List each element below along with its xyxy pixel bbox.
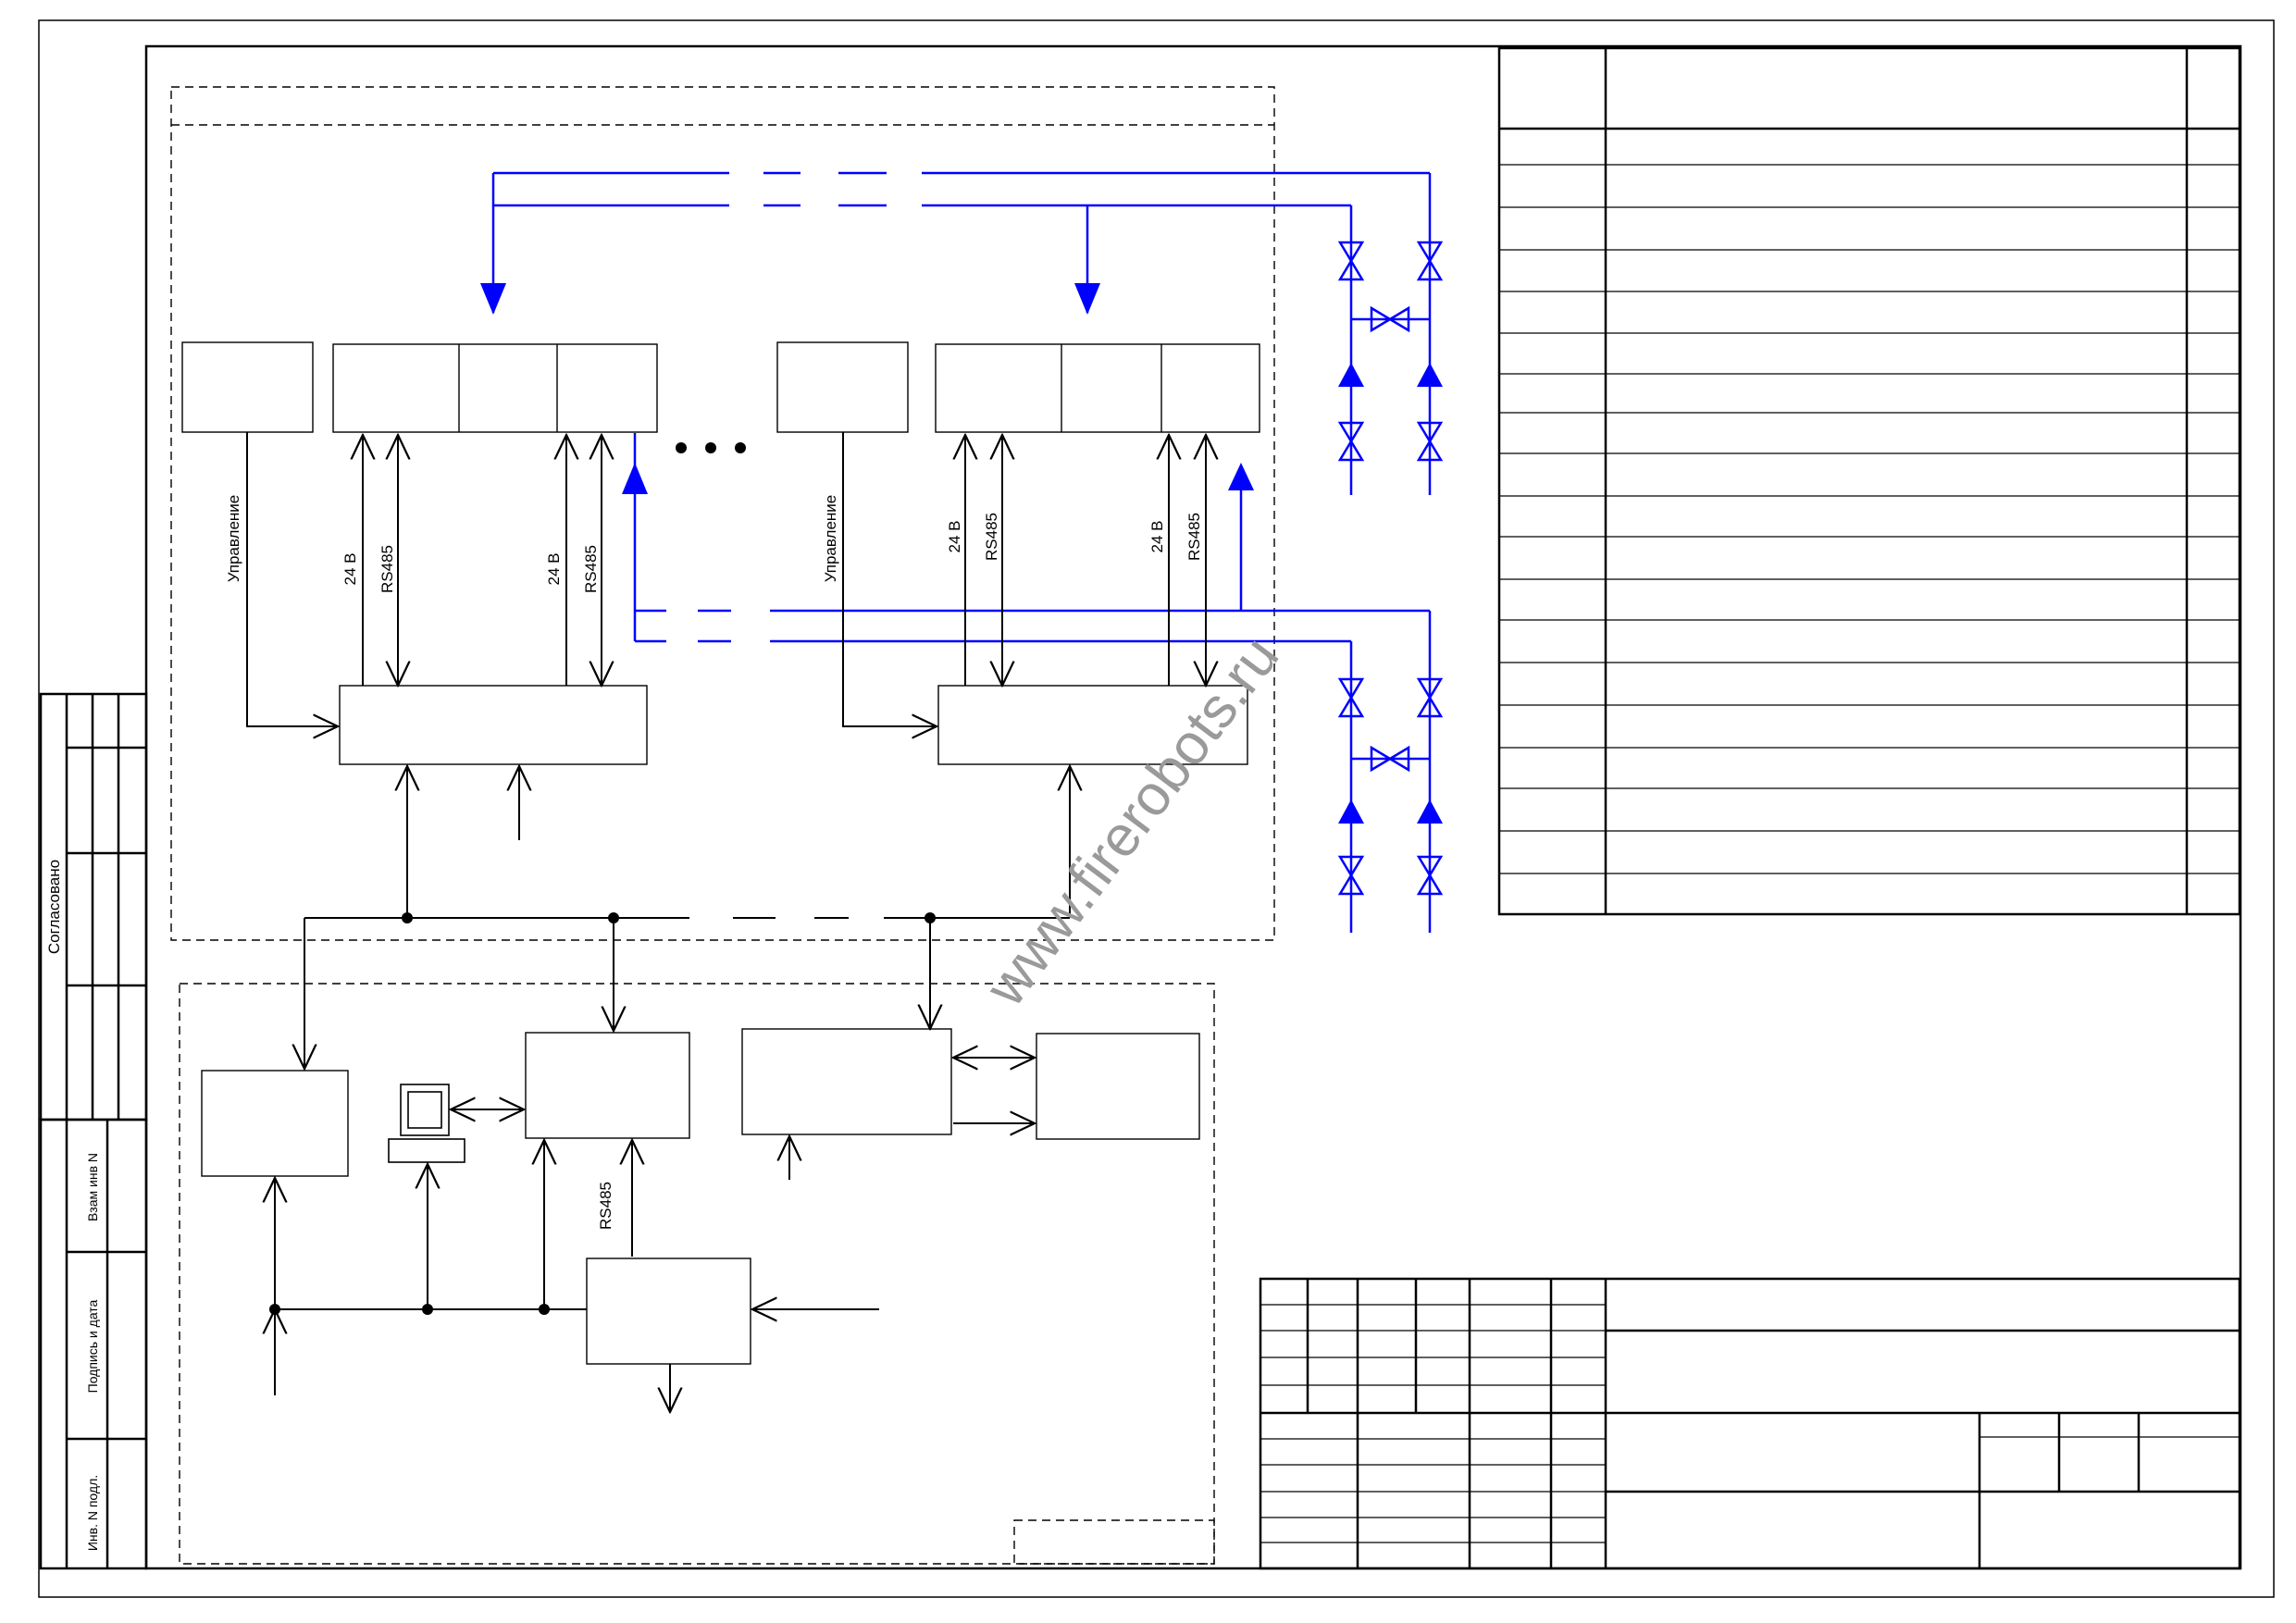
side-stamp bbox=[39, 692, 148, 1570]
v24-label-1: 24 В bbox=[341, 553, 359, 586]
rs485-label-2: RS485 bbox=[582, 545, 600, 593]
station-wiring bbox=[275, 1058, 1035, 1412]
pipe-network bbox=[491, 171, 1432, 933]
control-panel-right bbox=[776, 341, 909, 433]
valve-group-bottom bbox=[1338, 677, 1443, 896]
v24-label-3: 24 В bbox=[946, 521, 963, 553]
station-panel-c bbox=[1036, 1033, 1200, 1140]
equipment-right bbox=[776, 341, 1260, 765]
region-frames bbox=[170, 86, 1275, 1565]
rs485-label-1: RS485 bbox=[379, 545, 396, 593]
valve-group-top bbox=[1338, 241, 1443, 462]
watermark: www.firerobots.ru bbox=[973, 626, 1291, 1019]
rs485-label-4: RS485 bbox=[1185, 513, 1203, 561]
approved-label: Согласовано bbox=[45, 860, 63, 954]
station-equipment bbox=[201, 1028, 1200, 1365]
station-converter bbox=[586, 1258, 751, 1365]
control-panel-left bbox=[181, 341, 314, 433]
controller-left bbox=[339, 685, 648, 765]
rs485-label-station: RS485 bbox=[597, 1182, 614, 1230]
bus-junctions bbox=[402, 912, 936, 923]
module-block-left bbox=[332, 343, 658, 433]
computer-icon bbox=[388, 1084, 465, 1163]
station-junctions bbox=[269, 1304, 550, 1315]
station-panel-a bbox=[201, 1070, 349, 1177]
inv-replace-label: Взам инв N bbox=[85, 1153, 100, 1221]
signal-wiring bbox=[246, 432, 1206, 1069]
pipe-flow-arrows bbox=[480, 283, 1254, 494]
station-server bbox=[525, 1032, 690, 1139]
control-label-left: Управление bbox=[225, 495, 242, 583]
inv-orig-label: Инв. N подл. bbox=[85, 1475, 100, 1551]
v24-label-4: 24 В bbox=[1148, 521, 1166, 553]
controller-right bbox=[937, 685, 1248, 765]
spec-table bbox=[1497, 46, 2241, 916]
continuation-dots bbox=[676, 442, 746, 453]
rs485-label-3: RS485 bbox=[983, 513, 1000, 561]
station-panel-b bbox=[741, 1028, 952, 1135]
module-block-right bbox=[935, 343, 1260, 433]
sign-date-label: Подпись и дата bbox=[85, 1299, 100, 1393]
v24-label-2: 24 В bbox=[545, 553, 563, 586]
title-block bbox=[1259, 1277, 2241, 1570]
control-label-right: Управление bbox=[822, 495, 839, 583]
